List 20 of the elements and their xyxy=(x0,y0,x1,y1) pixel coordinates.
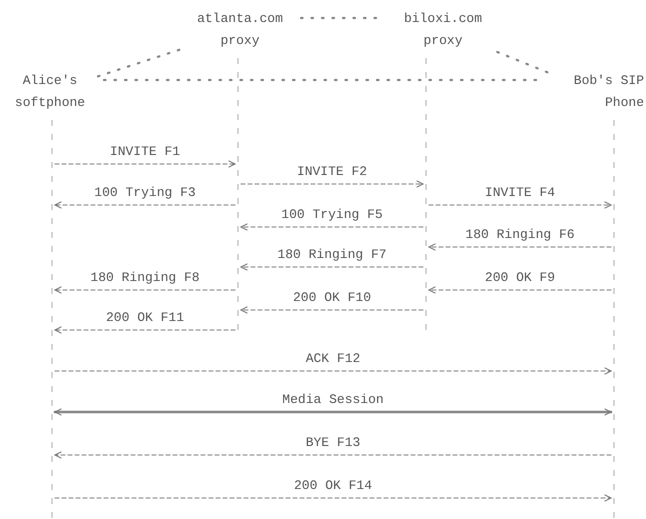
message-arrow xyxy=(54,451,612,459)
participant-name: atlanta.com proxy xyxy=(197,11,283,48)
connector-line xyxy=(496,50,550,74)
message-arrow xyxy=(240,263,424,271)
participant-name: biloxi.com proxy xyxy=(404,11,482,48)
message-arrow xyxy=(428,286,612,294)
message-arrow xyxy=(54,201,236,209)
message-arrow xyxy=(54,286,236,294)
participant-name: Bob's SIP Phone xyxy=(574,73,644,110)
message-arrow xyxy=(54,494,612,502)
message-arrow xyxy=(240,306,424,314)
message-arrow xyxy=(54,326,236,334)
message-arrow xyxy=(428,243,612,251)
message-arrow xyxy=(240,223,424,231)
message-arrow xyxy=(54,160,236,168)
participant-name: Alice's softphone xyxy=(14,73,86,110)
message-arrow xyxy=(428,201,612,209)
message-arrow xyxy=(240,180,424,188)
message-arrow xyxy=(54,408,612,416)
message-arrow xyxy=(54,367,612,375)
